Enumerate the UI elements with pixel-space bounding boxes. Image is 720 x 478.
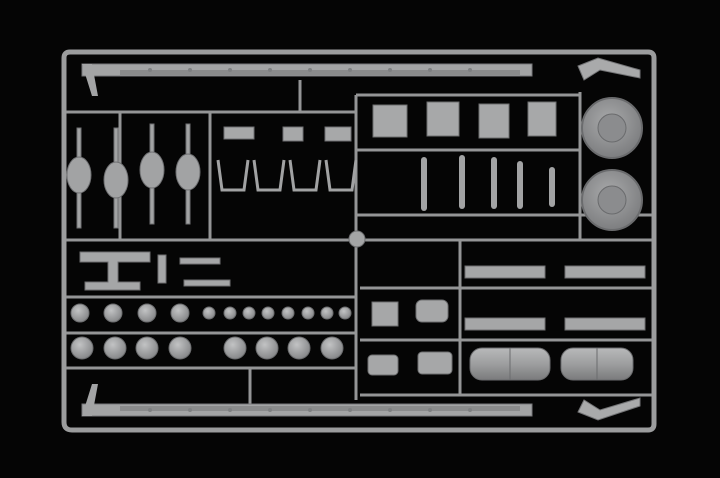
chassis-rail-bottom bbox=[81, 384, 533, 417]
tow-hook-top bbox=[577, 57, 641, 81]
chassis-rail-top bbox=[81, 63, 533, 96]
bracket-parts bbox=[79, 251, 231, 291]
sprue-frame bbox=[61, 49, 657, 433]
gearbox-parts bbox=[367, 299, 453, 376]
panels bbox=[372, 101, 557, 139]
road-wheels-row-1 bbox=[70, 303, 352, 323]
fuel-tanks bbox=[469, 347, 634, 381]
axle-housings bbox=[66, 123, 201, 229]
hub-part bbox=[348, 230, 366, 248]
road-wheels-row-2 bbox=[70, 336, 344, 360]
rods bbox=[421, 155, 555, 211]
runner-lines bbox=[66, 80, 652, 410]
suspension-arms bbox=[464, 265, 646, 331]
seat-frames bbox=[216, 159, 358, 192]
tow-hook-bottom bbox=[577, 397, 641, 421]
tires bbox=[581, 97, 643, 231]
small-blocks bbox=[223, 126, 352, 142]
